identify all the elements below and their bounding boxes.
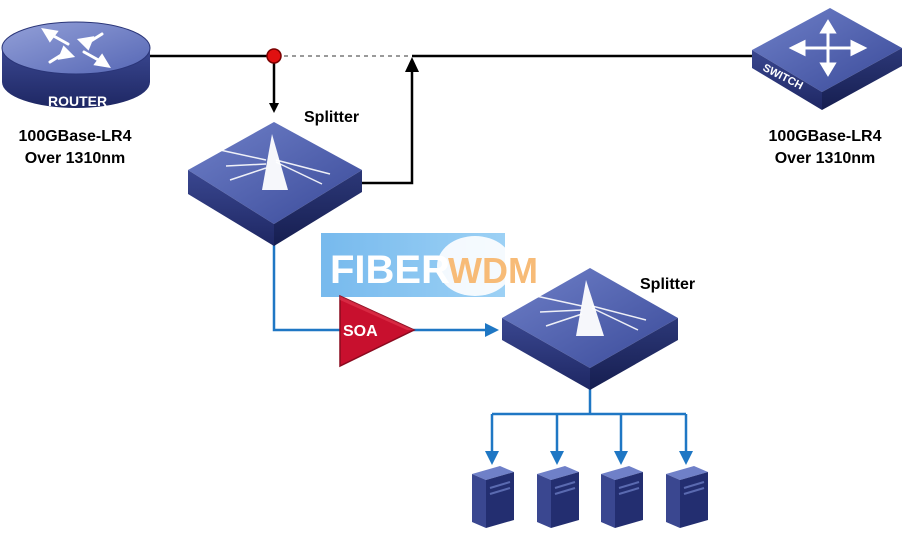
splitter-2-label: Splitter (640, 276, 696, 293)
router-desc-line2: Over 1310nm (24, 150, 126, 167)
router-label: ROUTER (48, 93, 107, 109)
router-device: ROUTER (1, 21, 151, 109)
switch-arrows-icon (788, 19, 868, 77)
server-distribution (485, 388, 693, 465)
router-arrows-icon (41, 27, 111, 69)
server-4 (666, 466, 708, 528)
switch-desc-line1: 100GBase-LR4 (768, 128, 882, 145)
splitter-1-device (188, 122, 362, 246)
router-desc-line1: 100GBase-LR4 (18, 128, 132, 145)
prism-icon-2 (535, 280, 647, 336)
watermark-text-right: WDM (448, 250, 538, 291)
prism-icon (219, 134, 331, 190)
switch-device: SWITCH (752, 8, 902, 110)
server-3 (601, 466, 643, 528)
tap-point (266, 48, 282, 64)
return-link (362, 64, 414, 185)
router-description: 100GBase-LR4 Over 1310nm (0, 126, 150, 170)
splitter-1-label: Splitter (304, 109, 360, 126)
switch-desc-line2: Over 1310nm (774, 150, 876, 167)
watermark: FIBER WDM (321, 233, 538, 297)
blue-link-to-soa (272, 244, 340, 332)
watermark-text-left: FIBER (330, 248, 450, 292)
soa-label: SOA (343, 323, 378, 340)
server-1 (472, 466, 514, 528)
soa-amplifier: SOA (339, 294, 416, 368)
return-arrowhead (405, 57, 419, 72)
splitter-2-device (502, 268, 678, 390)
switch-description: 100GBase-LR4 Over 1310nm (750, 126, 900, 170)
server-2 (537, 466, 579, 528)
